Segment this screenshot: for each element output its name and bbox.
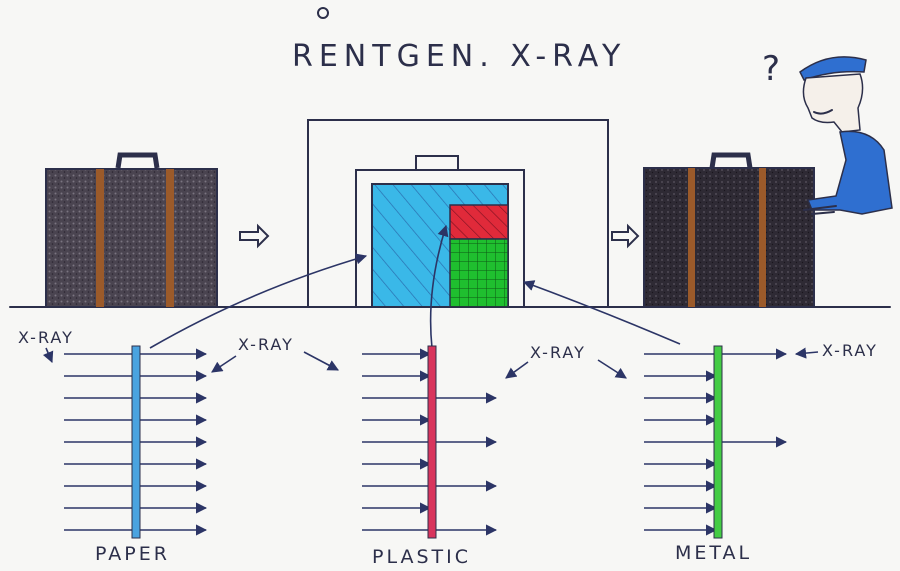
panel-metal (644, 345, 788, 539)
xray-pointer-arrow (794, 347, 819, 359)
material-sheet-paper (131, 345, 141, 539)
left-suitcase-body (45, 168, 218, 308)
officer-cap (799, 56, 867, 81)
question-mark: ? (762, 49, 780, 89)
xray-pointer-arrow (42, 347, 54, 364)
left-suitcase (45, 152, 218, 308)
xray-pointer-arrow (211, 355, 237, 373)
xray-pointer-arrow (303, 351, 339, 371)
right-suitcase-strap (759, 168, 766, 307)
xray-scanner (307, 119, 609, 308)
material-sheet-plastic (427, 345, 437, 539)
material-sheet-metal (713, 345, 723, 539)
left-suitcase-strap (96, 169, 104, 307)
panel-label-plastic: PLASTIC (372, 546, 471, 568)
right-suitcase-body (643, 167, 815, 308)
scan-metal-region (449, 238, 509, 308)
flow-arrow-icon (611, 223, 640, 249)
xray-pointer-arrow (505, 361, 529, 379)
material-panels (64, 345, 788, 539)
xray-label-mid-right: X-RAY (530, 343, 586, 362)
panel-label-metal: METAL (675, 542, 752, 564)
diagram-title: RENTGEN. X-RAY (292, 39, 626, 74)
plastic-to-scan-arrow (429, 224, 449, 349)
left-suitcase-handle (115, 152, 160, 169)
panel-label-paper: PAPER (95, 543, 170, 565)
officer-pointing-hand (803, 205, 837, 215)
xray-label-left: X-RAY (18, 328, 74, 347)
officer-body (806, 130, 893, 215)
scanner-tunnel (355, 169, 525, 308)
xray-label-right: X-RAY (822, 341, 878, 360)
security-officer: ? (762, 49, 893, 215)
xray-label-mid-left: X-RAY (238, 335, 294, 354)
left-suitcase-strap (166, 169, 174, 307)
officer-moustache (813, 109, 833, 115)
xray-pointer-arrow (597, 359, 627, 379)
metal-to-scan-arrow (522, 280, 681, 345)
officer-head (802, 73, 864, 133)
scanner-frame (307, 119, 609, 308)
title-ring-mark (317, 7, 329, 19)
flow-arrow-icon (239, 223, 270, 249)
scanned-suitcase-handle (415, 155, 459, 171)
right-suitcase (643, 152, 815, 308)
scan-plastic-region (449, 204, 509, 240)
panel-paper (64, 345, 208, 539)
right-suitcase-strap (688, 168, 695, 307)
panel-plastic (362, 345, 498, 539)
right-suitcase-handle (709, 152, 753, 169)
paper-to-scan-arrow (149, 253, 368, 349)
